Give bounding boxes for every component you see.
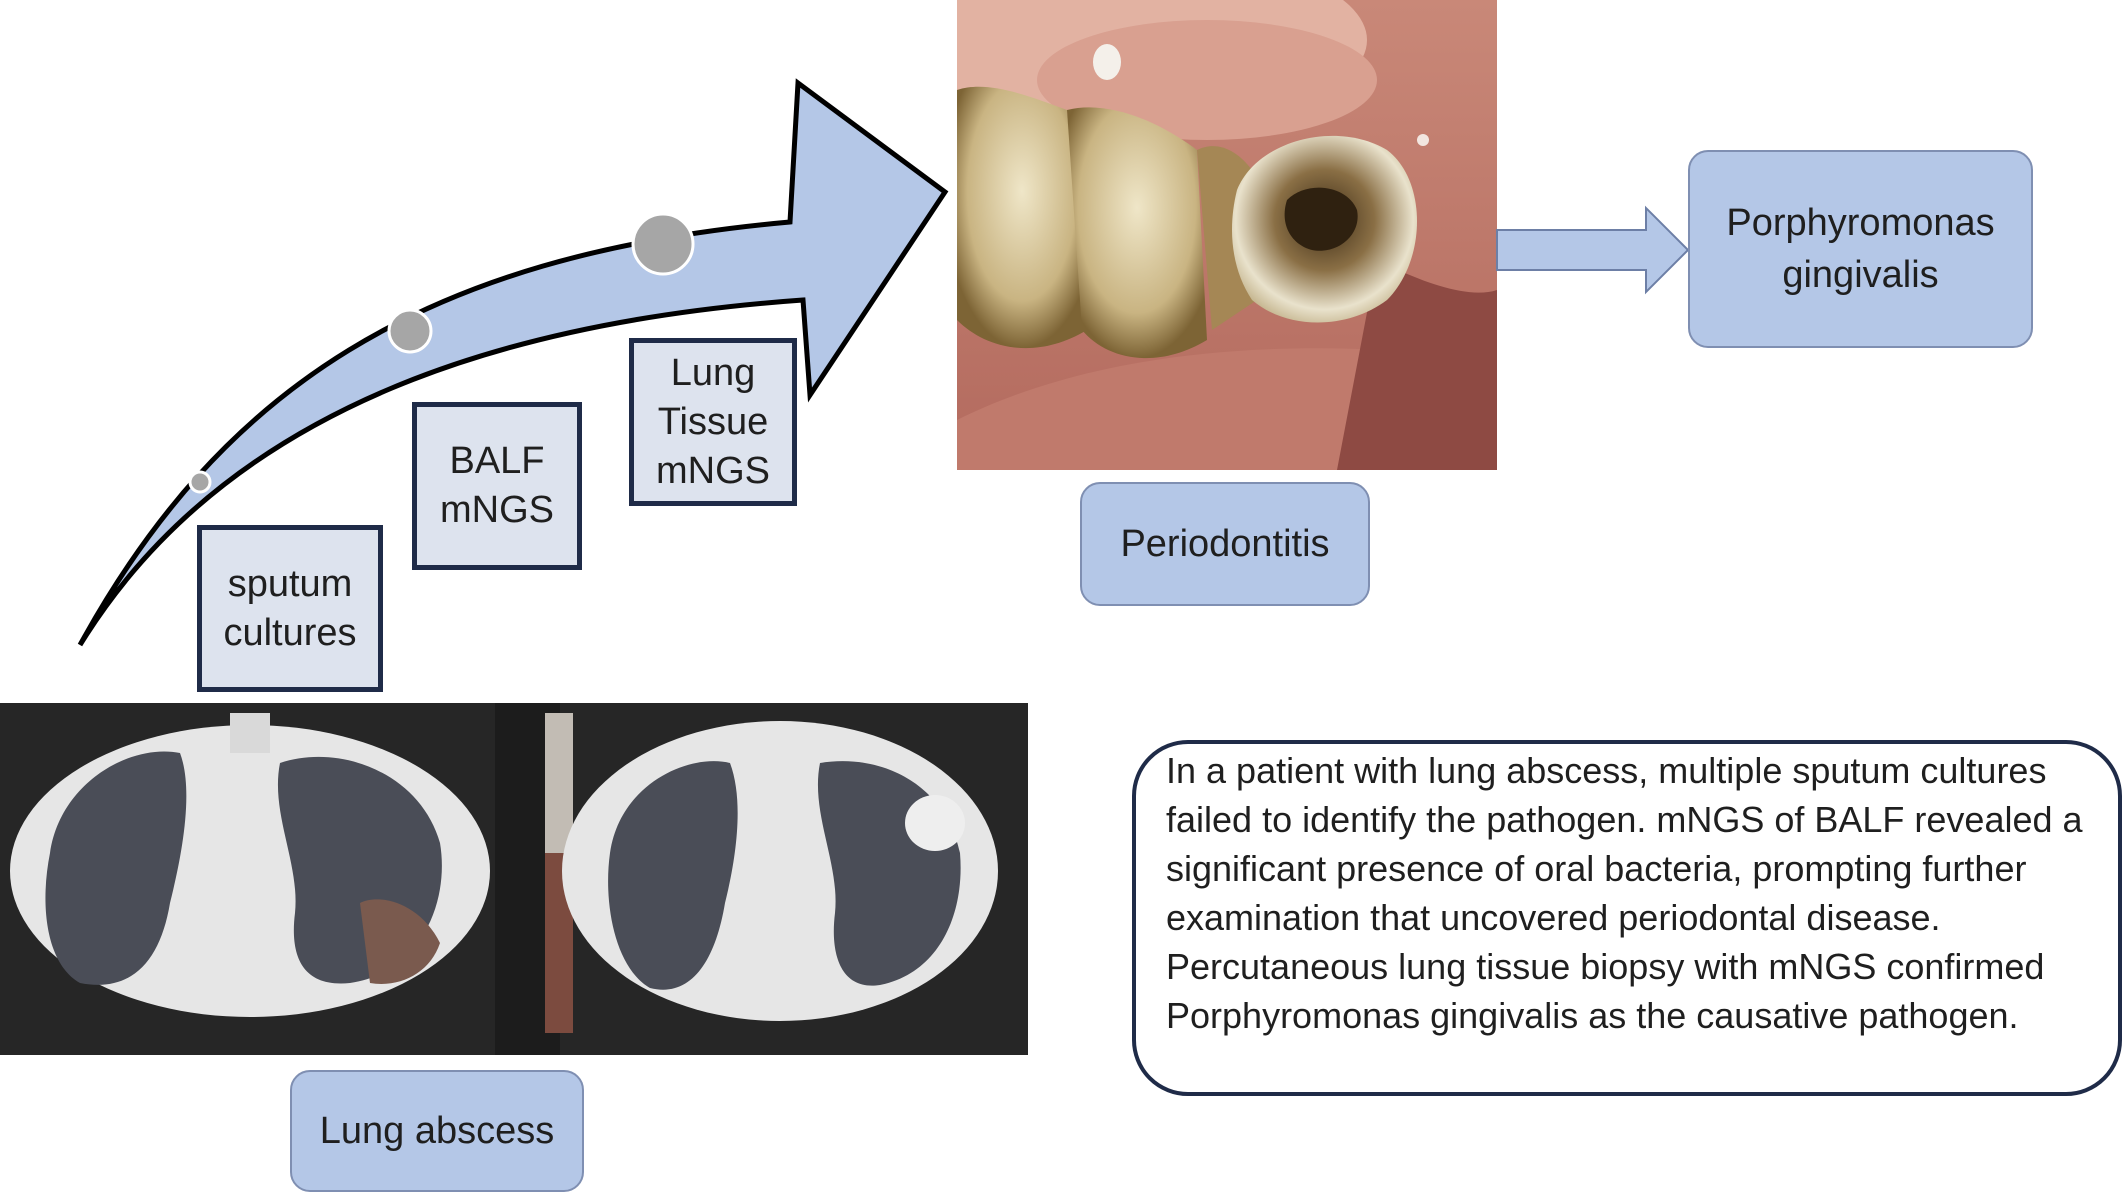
curved-arrow-shape bbox=[77, 78, 949, 647]
periodontitis-photo bbox=[957, 0, 1497, 470]
summary-text: In a patient with lung abscess, multiple… bbox=[1166, 750, 2083, 1036]
ct-scan-image bbox=[0, 703, 1028, 1055]
step-sputum-cultures: sputum cultures bbox=[197, 525, 383, 692]
progress-dot-small bbox=[188, 470, 212, 494]
summary-box bbox=[1132, 740, 2122, 1096]
step-balf-mngs: BALF mNGS bbox=[412, 402, 582, 570]
label-pathogen: Porphyromonas gingivalis bbox=[1688, 150, 2033, 348]
progress-dot-medium bbox=[387, 308, 433, 354]
label-lung-abscess: Lung abscess bbox=[290, 1070, 584, 1192]
label-periodontitis: Periodontitis bbox=[1080, 482, 1370, 606]
progress-dot-large bbox=[631, 212, 695, 276]
step-lung-tissue-mngs: Lung Tissue mNGS bbox=[629, 338, 797, 506]
